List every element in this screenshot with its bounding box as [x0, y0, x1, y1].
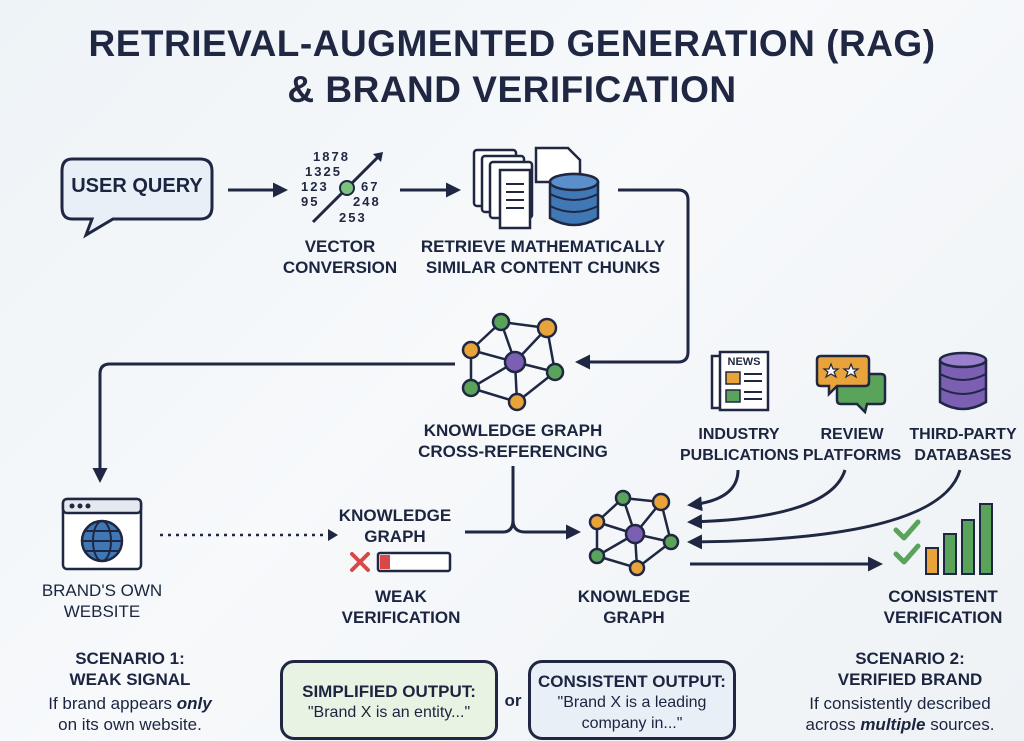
knowledge-graph-icon-center	[588, 489, 680, 577]
scenario2-heading: SCENARIO 2: VERIFIED BRAND	[837, 649, 983, 689]
or-label: or	[504, 691, 522, 710]
vector-num-0: 1878	[313, 149, 350, 164]
kg-cross-label: KNOWLEDGE GRAPH CROSS-REFERENCING	[418, 421, 608, 461]
arrow-retrieve-to-kg	[575, 188, 690, 370]
arrow-kg-down	[511, 466, 581, 540]
review-platforms-label: REVIEW PLATFORMS	[802, 426, 902, 464]
weak-meter-icon	[350, 551, 452, 573]
database-icon	[938, 351, 988, 411]
weak-meter-fill	[380, 555, 390, 569]
review-chat-icon	[815, 354, 887, 414]
consistent-output-box: CONSISTENT OUTPUT: "Brand X is a leading…	[528, 660, 736, 740]
center-kg-label: KNOWLEDGE GRAPH	[577, 587, 691, 627]
vector-num-6: 253	[339, 210, 367, 225]
simplified-output-box: SIMPLIFIED OUTPUT: "Brand X is an entity…	[280, 660, 498, 740]
vector-num-4: 95	[301, 194, 319, 209]
news-badge: NEWS	[728, 356, 761, 368]
knowledge-graph-icon-top	[461, 312, 565, 412]
industry-publications-label: INDUSTRY PUBLICATIONS	[680, 426, 799, 464]
vector-num-1: 1325	[305, 164, 342, 179]
weak-verification-label: WEAK VERIFICATION	[341, 587, 461, 627]
user-query-label: USER QUERY	[71, 175, 203, 197]
weak-kg-label: KNOWLEDGE GRAPH	[338, 506, 452, 546]
arrow-review-to-kg	[687, 469, 847, 530]
speech-bubble-icon	[60, 157, 214, 239]
vector-label: VECTOR CONVERSION	[282, 237, 398, 277]
documents-database-icon	[472, 146, 600, 230]
newspaper-icon: NEWS	[710, 350, 770, 412]
consistent-output-text: "Brand X is a leading company in..."	[557, 694, 707, 732]
arrow-kg-to-website	[92, 362, 455, 483]
arrow-industry-to-kg	[687, 469, 740, 512]
scenario1-description: If brand appears only on its own website…	[48, 694, 212, 734]
title-line-1: RETRIEVAL-AUGMENTED GENERATION (RAG)	[88, 23, 936, 64]
website-label: BRAND'S OWN WEBSITE	[41, 581, 163, 621]
scenario1-heading: SCENARIO 1: WEAK SIGNAL	[69, 649, 191, 689]
checkmarks-bar-chart-icon	[893, 503, 993, 575]
vector-conversion-icon: 1878 1325 123 67 95 248 253	[301, 149, 383, 225]
vector-num-3: 67	[361, 179, 379, 194]
scenario2-description: If consistently described across multipl…	[805, 694, 995, 734]
consistent-output-title: CONSISTENT OUTPUT:	[538, 672, 726, 691]
retrieve-label: RETRIEVE MATHEMATICALLY SIMILAR CONTENT …	[420, 237, 666, 277]
simplified-output-title: SIMPLIFIED OUTPUT:	[302, 682, 476, 701]
third-party-label: THIRD-PARTY DATABASES	[909, 426, 1017, 464]
arrow-db-to-kg	[687, 469, 962, 550]
simplified-output-text: "Brand X is an entity..."	[307, 704, 471, 721]
website-globe-icon	[61, 497, 143, 571]
vector-num-2: 123	[301, 179, 329, 194]
consistent-verification-label: CONSISTENT VERIFICATION	[883, 587, 1003, 627]
title-line-2: & BRAND VERIFICATION	[287, 69, 737, 110]
line-weak-to-center	[465, 519, 515, 534]
vector-num-5: 248	[353, 194, 381, 209]
